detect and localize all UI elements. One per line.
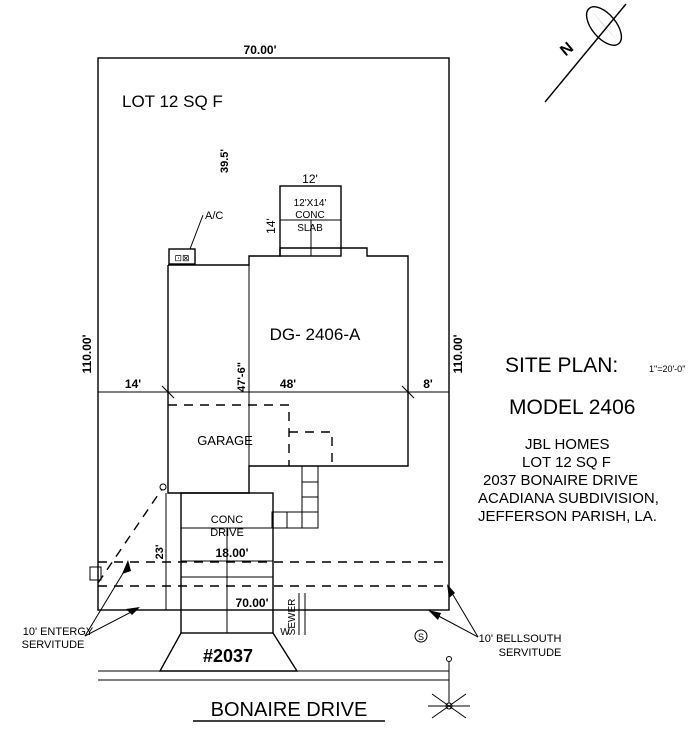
subdivision-line: ACADIANA SUBDIVISION,	[478, 490, 659, 507]
site-plan-title: SITE PLAN:	[505, 354, 619, 377]
lot-right-depth-label: 110.00'	[451, 334, 465, 373]
sewer-label: SEWER	[287, 599, 298, 636]
address-line: 2037 BONAIRE DRIVE	[483, 472, 639, 489]
lot-left-depth-label: 110.00'	[80, 334, 94, 373]
street-name: BONAIRE DRIVE	[211, 699, 368, 721]
right-setback-label: 8'	[423, 377, 433, 391]
steps	[271, 465, 319, 529]
builder-line: JBL HOMES	[525, 436, 610, 453]
north-label: N	[557, 39, 577, 59]
entergy-label-line2: SERVITUDE	[22, 639, 85, 651]
model-title: MODEL 2406	[509, 396, 636, 419]
left-setback-label: 14'	[125, 377, 141, 391]
title-block: SITE PLAN: 1"=20'-0" MODEL 2406 JBL HOME…	[478, 354, 699, 525]
drive-length-label: 23'	[154, 544, 166, 559]
lot-label: LOT 12 SQ F	[122, 92, 223, 111]
sewer-manhole-icon	[414, 629, 428, 643]
drive-label-line1: CONC	[211, 514, 243, 526]
house-depth-label: 47'-6"	[236, 362, 248, 392]
sewer-symbol-label: S	[418, 632, 424, 642]
ac-label: A/C	[205, 210, 223, 222]
lot-front-width-label: 70.00'	[236, 596, 269, 610]
lot-rear-width-label: 70.00'	[244, 43, 277, 57]
slab-depth-label: 14'	[264, 218, 278, 234]
entergy-label-line1: 10' ENTERGY	[23, 626, 94, 638]
parish-line: JEFFERSON PARISH, LA.	[478, 508, 657, 525]
house-label: DG- 2406-A	[270, 325, 361, 344]
address-number: #2037	[203, 646, 253, 666]
slab-width-label: 12'	[302, 172, 318, 186]
drive-label-line2: DRIVE	[210, 527, 244, 539]
bellsouth-label-line1: 10' BELLSOUTH	[479, 633, 562, 645]
slab-label-line1: 12'X14'	[294, 198, 327, 209]
garage-label: GARAGE	[197, 433, 253, 448]
street-light-icon	[428, 656, 470, 719]
slab-label-line2: CONC	[295, 210, 324, 221]
ac-unit	[168, 248, 196, 265]
title-row: SITE PLAN: 1"=20'-0"	[478, 354, 699, 384]
rear-setback-label: 39.5'	[219, 149, 231, 173]
scale-label: 1"=20'-0"	[649, 364, 686, 374]
lot-line: LOT 12 SQ F	[522, 454, 611, 471]
slab-label-line3: SLAB	[297, 223, 323, 234]
drive-width-label: 18.00'	[216, 546, 249, 560]
house-outline	[167, 247, 409, 494]
water-label: W	[280, 627, 290, 638]
north-arrow-icon: N	[544, 3, 627, 103]
ac-symbol-icon: ⊡⊠	[174, 253, 189, 263]
house-width-label: 48'	[280, 377, 296, 391]
bellsouth-label-line2: SERVITUDE	[499, 647, 562, 659]
